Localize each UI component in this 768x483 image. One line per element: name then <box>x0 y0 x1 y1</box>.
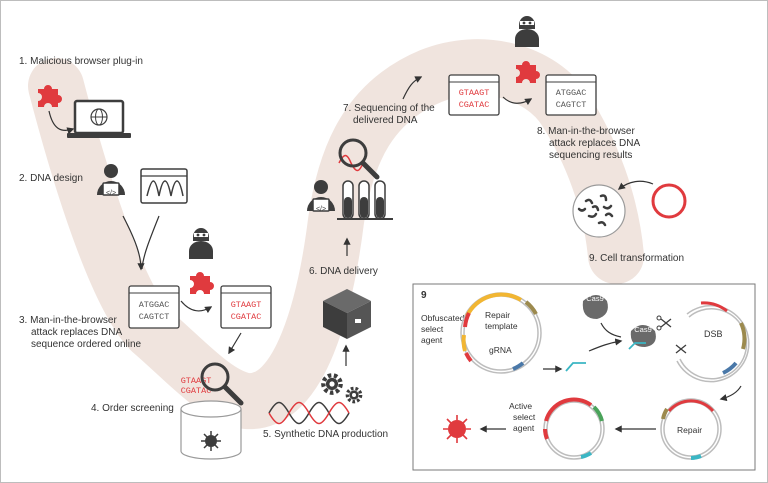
test-tubes-icon <box>337 180 393 220</box>
petri-dish-cells-icon <box>572 184 626 238</box>
package-box-icon <box>323 289 371 339</box>
arrow-to-complex <box>588 338 623 352</box>
arrow-plugin-to-laptop <box>48 110 75 135</box>
arrow-design-merge-left <box>122 215 145 271</box>
arrow-cas9-merge <box>600 322 622 338</box>
arrow-plasmid-to-cells <box>617 180 654 190</box>
step-3-label: 3. Man-in-the-browser attack replaces DN… <box>19 315 142 350</box>
gear-icon-large <box>323 375 340 392</box>
ordered-seq-line-2: CAGTCT <box>139 312 170 322</box>
step-1-label: 1. Malicious browser plug-in <box>19 56 143 67</box>
malicious-seq-line-1: GTAAGT <box>231 300 262 310</box>
arrow-to-screening <box>228 332 242 355</box>
sequenced-seq-line-1: GTAAGT <box>459 88 490 98</box>
arrow-dsb-to-repair <box>719 385 742 402</box>
repair-label: Repair <box>677 425 702 435</box>
screened-seq-line-1: GTAAGT <box>181 376 212 386</box>
code-symbol: </> <box>106 190 116 197</box>
dna-design-window-icon <box>140 168 188 204</box>
virus-icon-red <box>443 415 471 443</box>
sequenced-result-window: GTAAGT CGATAC <box>448 74 500 116</box>
synthetic-dna-strand-icon <box>268 401 350 425</box>
step-8-label: 8. Man-in-the-browser attack replaces DN… <box>537 126 642 161</box>
repair-template-label: Repair template <box>485 310 518 331</box>
reported-seq-line-2: CAGTCT <box>556 100 587 110</box>
repaired-plasmid-icon <box>660 398 722 460</box>
ordered-seq-line-1: ATGGAC <box>139 300 170 310</box>
active-agent-label: Active select agent <box>509 401 538 433</box>
arrow-replace-results <box>502 96 533 106</box>
grna-label: gRNA <box>489 345 512 355</box>
magnifier-icon-sequencing <box>338 138 380 180</box>
step-7-label: 7. Sequencing of the delivered DNA <box>343 103 438 126</box>
ordered-sequence-window: ATGGAC CAGTCT <box>128 285 180 329</box>
reported-seq-line-1: ATGGAC <box>556 88 587 98</box>
inset-number: 9 <box>421 290 427 301</box>
arrow-to-sequenced-window <box>402 76 423 100</box>
step-9-label: 9. Cell transformation <box>589 253 684 264</box>
scissors-icon <box>656 315 687 354</box>
reported-result-window: ATGGAC CAGTCT <box>545 74 597 116</box>
laptop-icon <box>67 99 131 138</box>
virus-icon-database <box>201 431 221 451</box>
code-symbol-step7: </> <box>316 206 326 213</box>
obfuscated-plasmid-icon <box>460 292 542 374</box>
obfuscated-agent-label: Obfuscated select agent <box>421 313 467 345</box>
active-plasmid-icon <box>543 397 605 460</box>
cas9-grna-complex-icon: Cas9 <box>628 325 656 350</box>
step-6-label: 6. DNA delivery <box>309 266 378 277</box>
malicious-sequence-window: GTAAGT CGATAC <box>220 285 272 329</box>
step-5-label: 5. Synthetic DNA production <box>263 429 388 440</box>
dsb-label: DSB <box>704 329 723 339</box>
cas9-label: Cas9 <box>586 294 604 303</box>
malicious-seq-line-2: CGATAC <box>231 312 262 322</box>
gear-icon-small <box>345 386 363 404</box>
screening-database-icon <box>180 400 242 460</box>
magnifier-icon-screening <box>200 362 244 406</box>
dsb-plasmid-icon <box>676 301 750 383</box>
malicious-plugin-icon-step3 <box>190 272 214 294</box>
inset-panel: 9 Obfuscated select agent Repair templat… <box>412 283 756 471</box>
screened-seq-line-2: CGATAC <box>181 386 212 396</box>
plasmid-icon <box>651 183 687 219</box>
arrow-replace-sequence <box>180 300 213 314</box>
hacker-icon-step3 <box>189 228 213 259</box>
step-2-label: 2. DNA design <box>19 173 83 184</box>
arrow-design-merge-right <box>141 215 160 270</box>
hacker-icon-step8 <box>515 16 539 47</box>
cas9-bound-label: Cas9 <box>634 325 652 334</box>
step-4-label: 4. Order screening <box>91 403 174 414</box>
sequenced-seq-line-2: CGATAC <box>459 100 490 110</box>
cas9-protein-icon: Cas9 <box>582 294 608 319</box>
grna-strand-icon <box>565 362 586 372</box>
